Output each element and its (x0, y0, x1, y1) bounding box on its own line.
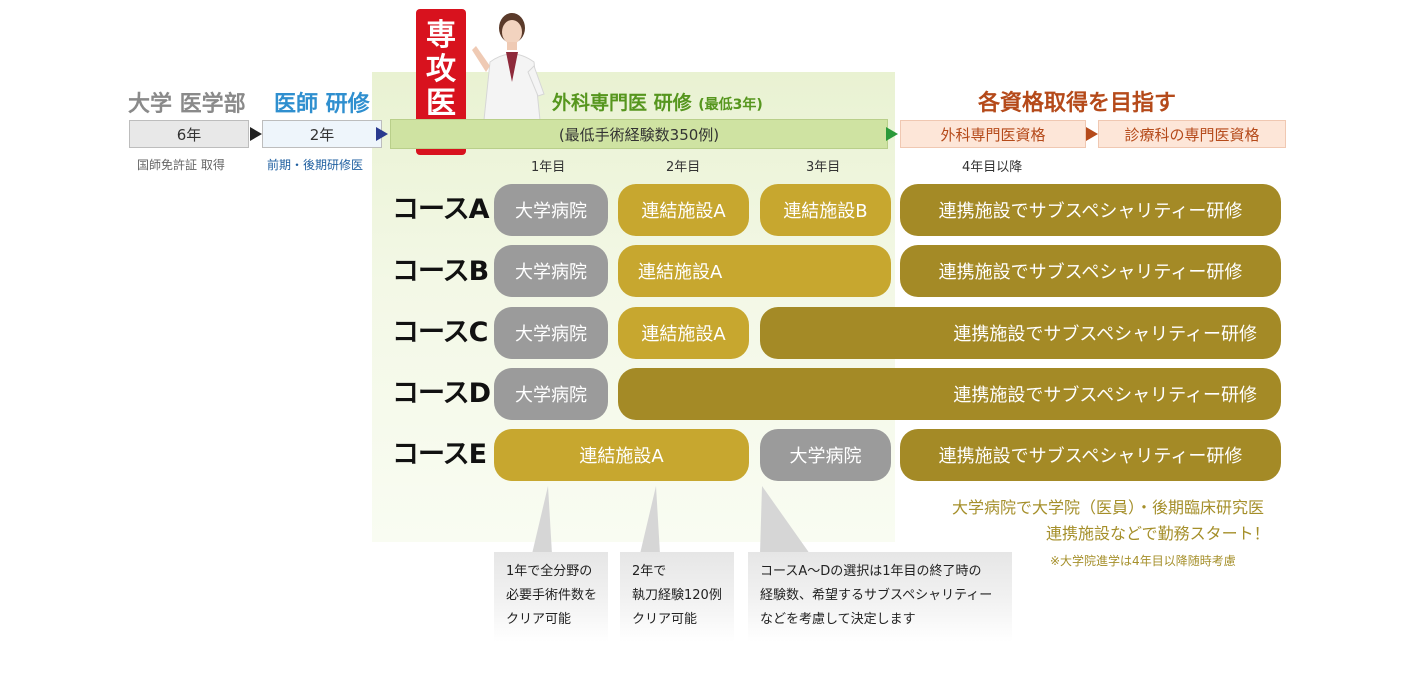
note-line: 2年で (632, 564, 667, 579)
note-box: 1年で全分野の 必要手術件数を クリア可能 (494, 552, 608, 642)
callout-pointer (532, 486, 552, 554)
callout-pointer (640, 486, 660, 554)
arrow-icon (1086, 127, 1098, 141)
after-text-line2: 連携施設などで勤務スタート！ (1046, 524, 1270, 543)
note-line: 経験数、希望するサブスペシャリティー (760, 588, 993, 604)
block-subspecialty: 連携施設でサブスペシャリティー研修 (760, 307, 1281, 359)
course-label: コースD (392, 378, 491, 409)
block-subspecialty: 連携施設でサブスペシャリティー研修 (900, 245, 1281, 297)
sub-university: 国師免許証 取得 (137, 158, 225, 172)
block-subspecialty: 連携施設でサブスペシャリティー研修 (900, 184, 1281, 236)
badge-char: 専 (426, 18, 456, 53)
header-surgery-title: 外科専門医 研修 (552, 92, 692, 114)
block-facility-b: 連結施設B (760, 184, 891, 236)
block-facility-a: 連結施設A (618, 307, 749, 359)
header-surgery-min: (最低3年) (698, 97, 763, 113)
sub-resident: 前期・後期研修医 (267, 158, 364, 172)
phase-qual-specialty: 診療科の専門医資格 (1098, 120, 1286, 148)
phase-resident: 2年 (262, 120, 382, 148)
badge-char: 攻 (426, 52, 456, 87)
note-box: コースA〜Dの選択は1年目の終了時の 経験数、希望するサブスペシャリティー など… (748, 552, 1012, 642)
callout-pointer (760, 486, 810, 554)
course-label: コースA (392, 194, 490, 225)
note-line: コースA〜Dの選択は1年目の終了時の (760, 564, 982, 579)
header-surgery: 外科専門医 研修 (最低3年) (552, 88, 763, 115)
after-text-line1: 大学病院で大学院（医員）・後期臨床研究医 (952, 498, 1265, 517)
badge-char: 医 (426, 86, 456, 121)
block-university-hospital: 大学病院 (494, 245, 608, 297)
arrow-icon (376, 127, 388, 141)
phase-surgery: (最低手術経験数350例) (390, 119, 888, 149)
note-line: 必要手術件数を (506, 588, 598, 604)
phase-qual-surgery: 外科専門医資格 (900, 120, 1086, 148)
arrow-icon (250, 127, 262, 141)
course-label: コースC (392, 317, 488, 348)
note-line: 執刀経験120例 (632, 588, 722, 604)
year-label: 1年目 (531, 160, 566, 175)
phase-university: 6年 (129, 120, 249, 148)
block-subspecialty: 連携施設でサブスペシャリティー研修 (900, 429, 1281, 481)
note-line: などを考慮して決定します (760, 612, 916, 628)
note-box: 2年で 執刀経験120例 クリア可能 (620, 552, 734, 642)
year-label: 4年目以降 (962, 160, 1023, 175)
after-footnote: ※大学院進学は4年目以降随時考慮 (1050, 554, 1236, 568)
note-line: クリア可能 (632, 612, 698, 628)
block-university-hospital: 大学病院 (494, 184, 608, 236)
block-university-hospital: 大学病院 (494, 307, 608, 359)
block-university-hospital: 大学病院 (494, 368, 608, 420)
course-label: コースB (392, 256, 489, 287)
doctor-illustration (472, 13, 545, 120)
block-facility-a: 連結施設A (618, 184, 749, 236)
header-resident: 医師 研修 (274, 92, 370, 117)
note-line: 1年で全分野の (506, 564, 593, 579)
year-label: 2年目 (666, 160, 701, 175)
block-facility-a: 連結施設A (494, 429, 749, 481)
block-university-hospital: 大学病院 (760, 429, 891, 481)
callout-pointers (532, 486, 810, 554)
header-university: 大学 医学部 (128, 92, 246, 117)
arrow-icon (886, 127, 898, 141)
year-label: 3年目 (806, 160, 841, 175)
header-goal: 各資格取得を目指す (978, 91, 1177, 116)
course-label: コースE (392, 439, 487, 470)
note-line: クリア可能 (506, 612, 572, 628)
block-facility-a: 連結施設A (618, 245, 891, 297)
block-subspecialty: 連携施設でサブスペシャリティー研修 (618, 368, 1281, 420)
